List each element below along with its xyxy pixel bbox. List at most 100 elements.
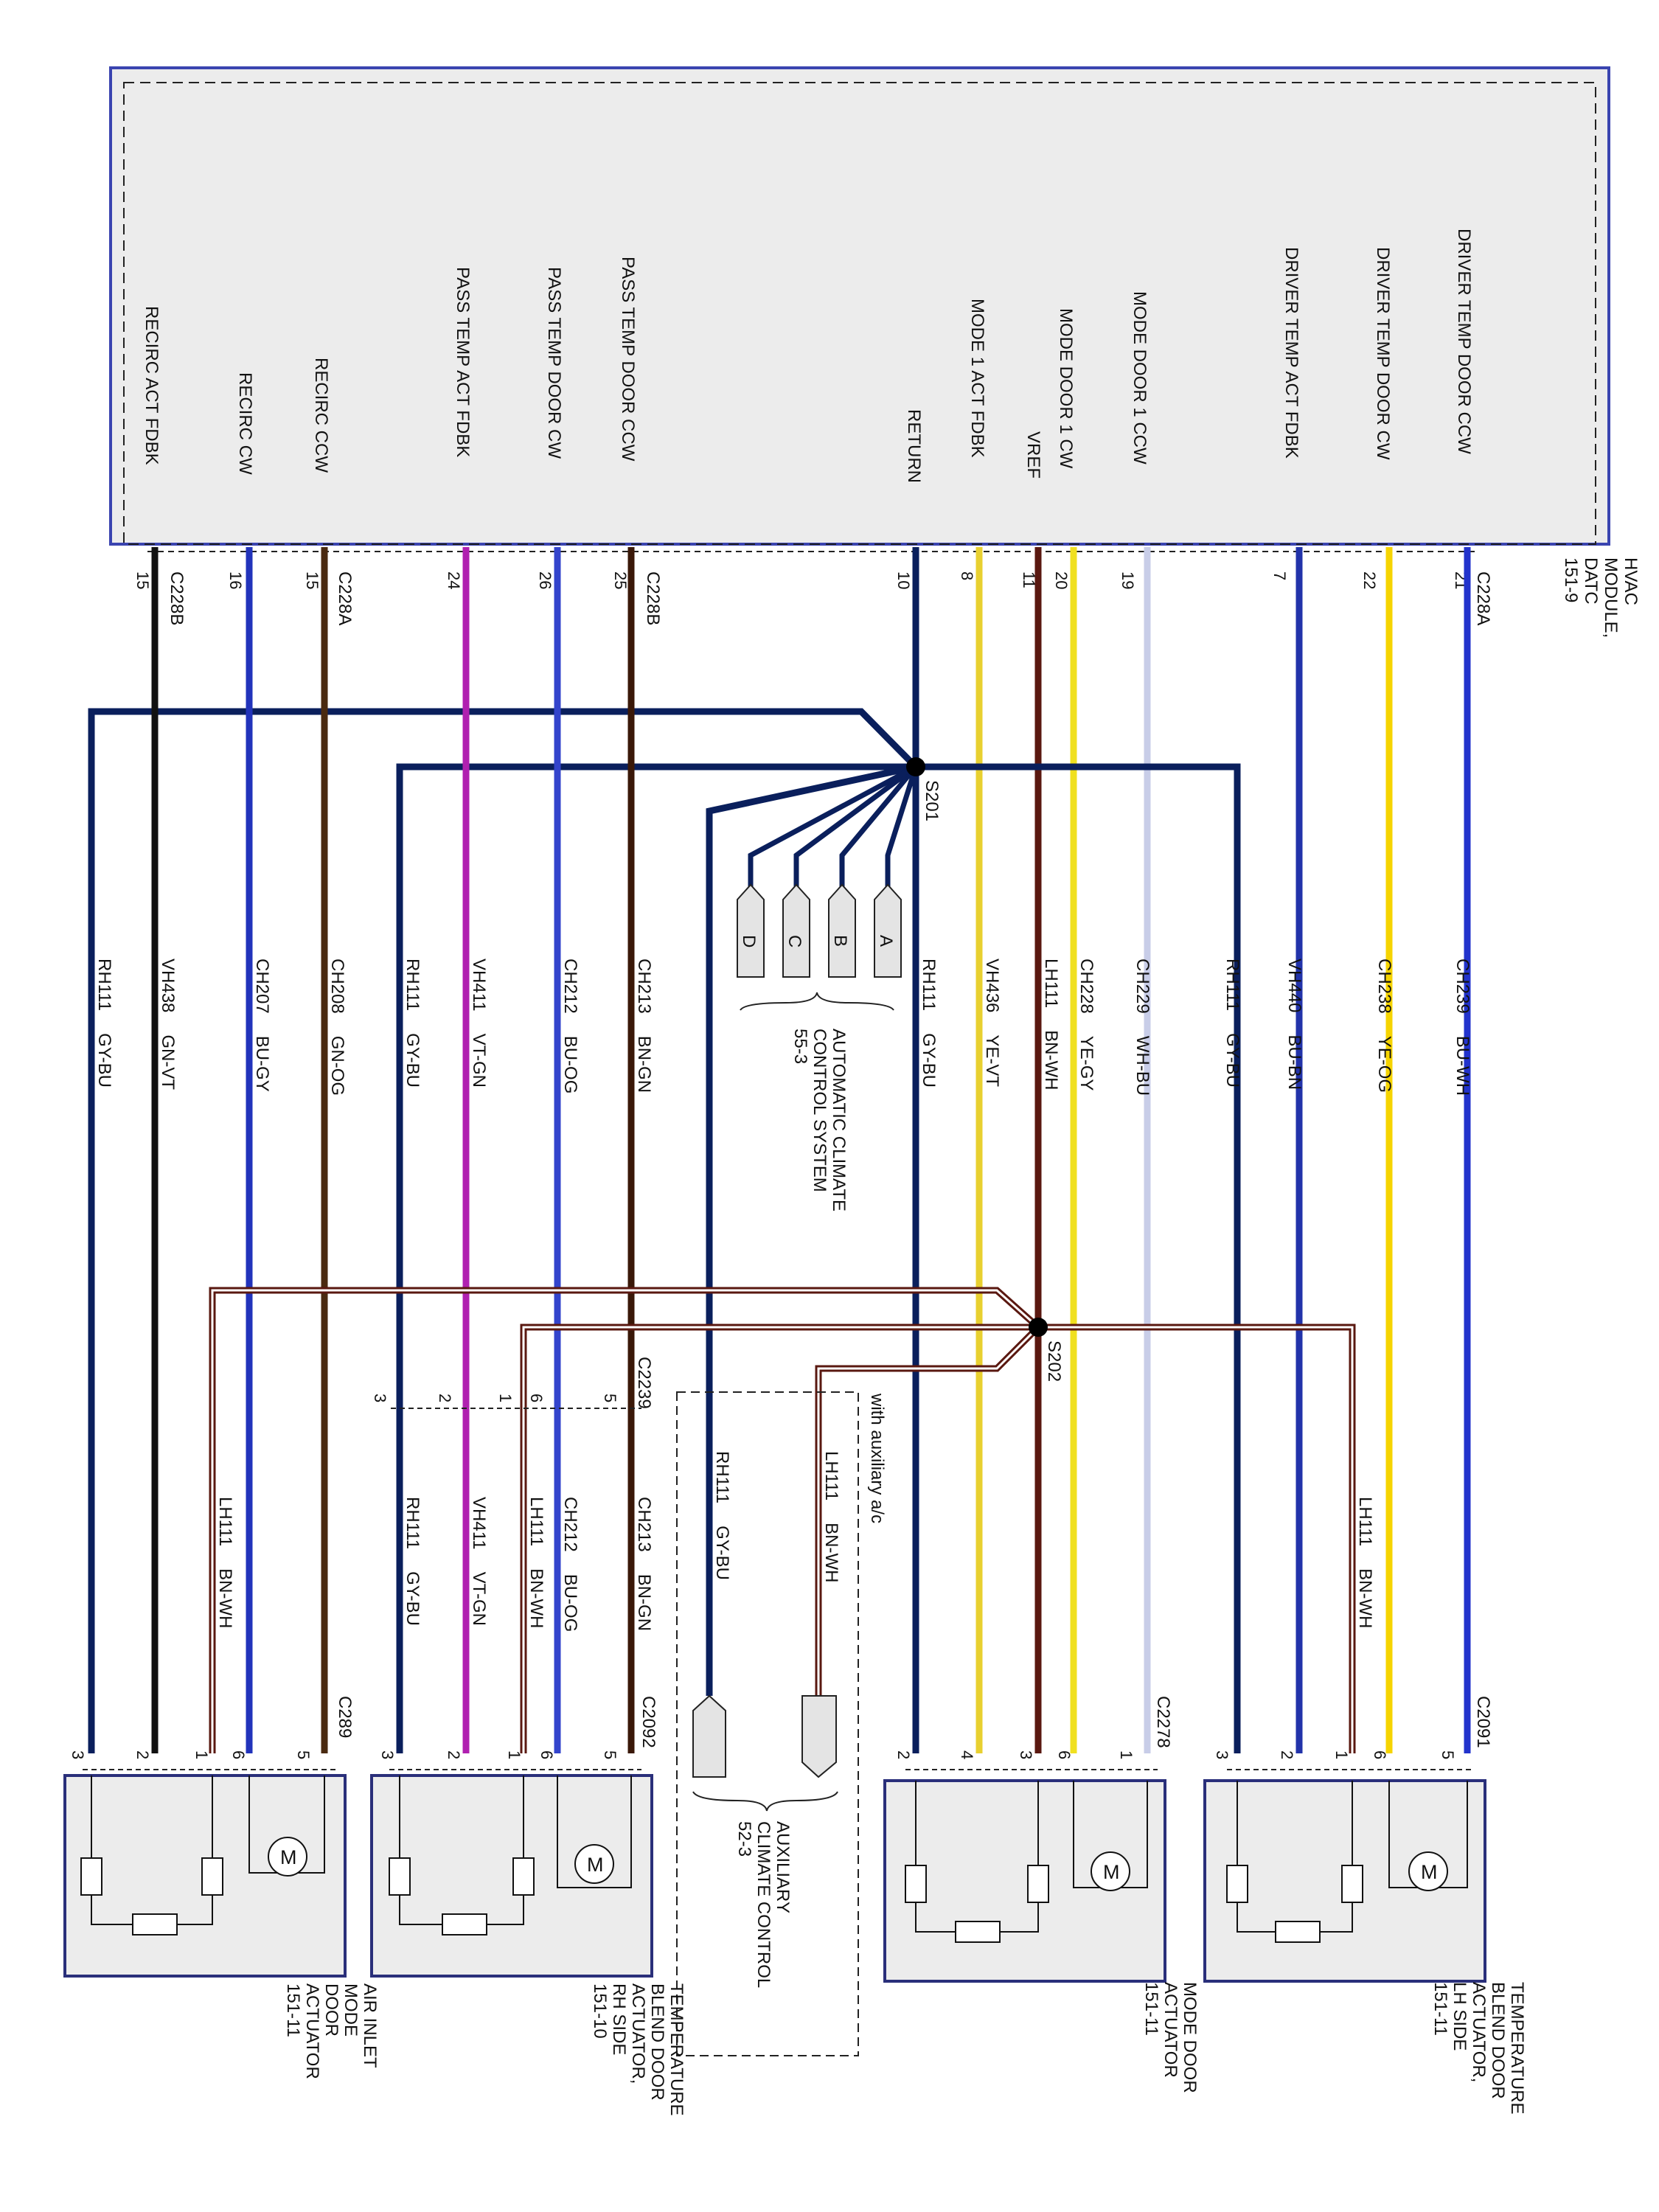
pin-10: 10 <box>894 571 913 589</box>
hvac-module-inner <box>123 82 1596 545</box>
wire-lh111-to-rh-actuator <box>520 1324 1038 1753</box>
connector-c228a-left: C228A <box>335 571 355 625</box>
resistor-icon <box>1226 1865 1248 1903</box>
splice-s202-dot <box>1029 1318 1048 1337</box>
actuator-air-inlet: C289 5 6 1 2 3 M <box>63 1696 355 1978</box>
connector-c2091: C2091 <box>1473 1696 1493 1748</box>
tab-c-label: C <box>785 935 804 947</box>
signal-vref: VREF <box>1023 431 1043 479</box>
rh-internal-wiring <box>557 1775 632 1888</box>
tab-b-label: B <box>830 935 850 947</box>
c2092-pin-6: 6 <box>538 1750 556 1759</box>
splice-s201-label: S201 <box>922 780 942 821</box>
pin-19: 19 <box>1119 571 1137 589</box>
actuator-rh-title: TEMPERATURE BLEND DOOR ACTUATOR, RH SIDE… <box>590 1983 686 2121</box>
motor-icon-label: M <box>1103 1861 1120 1883</box>
circuit-ch228: CH228YE-GY <box>1077 959 1096 1091</box>
c2278-pin-6: 6 <box>1055 1750 1074 1759</box>
c2278-pin-3: 3 <box>1017 1750 1035 1759</box>
connector-c289: C289 <box>335 1696 355 1738</box>
resistor-icon <box>905 1865 927 1903</box>
c2092-pin-3: 3 <box>378 1750 397 1759</box>
potentiometer-icon <box>955 1921 1001 1943</box>
pin-11: 11 <box>1020 571 1038 588</box>
potentiometer-icon <box>442 1913 487 1935</box>
motor-icon <box>574 1844 614 1884</box>
signal-driver-temp-act-fdbk: DRIVER TEMP ACT FDBK <box>1281 247 1301 459</box>
motor-icon <box>1408 1851 1448 1891</box>
signal-pass-temp-door-ccw: PASS TEMP DOOR CCW <box>618 257 638 462</box>
motor-icon-label: M <box>1421 1861 1438 1883</box>
connector-c228b-center: C228B <box>643 571 663 625</box>
pin-7: 7 <box>1270 571 1289 580</box>
signal-recirc-ccw: RECIRC CCW <box>311 358 331 473</box>
aux-note: with auxiliary a/c <box>867 1393 887 1523</box>
c2278-pin-4: 4 <box>958 1750 976 1759</box>
circuit-ch207: CH207BU-GY <box>252 959 272 1092</box>
signal-driver-temp-door-ccw: DRIVER TEMP DOOR CCW <box>1454 229 1474 454</box>
tab-d-label: D <box>739 935 759 947</box>
c2091-pin-3: 3 <box>1213 1750 1231 1759</box>
c2092-pin-2: 2 <box>445 1750 463 1759</box>
aux-tab-lh111 <box>801 1695 837 1778</box>
acc-brace <box>740 992 894 1011</box>
wire-rh111-to-air-inlet <box>88 708 919 1753</box>
tab-a <box>874 883 902 978</box>
c2239-circuit-lh111: LH111BN-WH <box>526 1497 546 1629</box>
lh111-branches <box>209 1287 1356 1753</box>
c2239-pin-2: 2 <box>436 1394 454 1402</box>
circuit-rh111-lh: RH111GY-BU <box>1222 959 1242 1088</box>
aux-dashed-region <box>676 1391 859 2056</box>
c2239-circuit-rh111: RH111GY-BU <box>403 1497 422 1626</box>
circuit-ch208: CH208GN-OG <box>327 959 347 1096</box>
aux-tab-rh111 <box>692 1694 726 1778</box>
c2239-pin-1: 1 <box>496 1394 515 1402</box>
circuit-ch239: CH239BU-WH <box>1453 959 1472 1096</box>
wires <box>88 547 1471 1753</box>
aux-climate-label: AUXILIARY CLIMATE CONTROL 52-3 <box>734 1821 793 1992</box>
connector-c2092: C2092 <box>639 1696 658 1748</box>
tab-b <box>828 883 856 978</box>
signal-driver-temp-door-cw: DRIVER TEMP DOOR CW <box>1373 247 1393 460</box>
pin-16: 16 <box>226 571 245 589</box>
aux-brace <box>692 1791 838 1812</box>
c289-pin-3: 3 <box>69 1750 87 1759</box>
resistor-icon <box>201 1857 223 1896</box>
acc-system-label: AUTOMATIC CLIMATE CONTROL SYSTEM 55-3 <box>790 1029 849 1217</box>
circuit-vh411: VH411VT-GN <box>469 959 489 1088</box>
circuit-ch212: CH212BU-OG <box>560 959 580 1093</box>
resistor-icon <box>389 1857 411 1896</box>
circuit-vh438: VH438GN-VT <box>158 959 178 1090</box>
circuit-lh111-air-branch: LH111BN-WH <box>215 1497 235 1629</box>
pin-22: 22 <box>1360 571 1379 589</box>
aux-circuit-rh111: RH111GY-BU <box>712 1451 732 1580</box>
signal-mode-door-1-ccw: MODE DOOR 1 CCW <box>1130 291 1150 465</box>
module-pin-numbers: 21 22 7 19 20 11 8 10 25 26 24 15 16 15 <box>133 571 1470 589</box>
pin-25: 25 <box>611 571 630 589</box>
tab-c <box>782 883 810 978</box>
tab-d <box>737 883 765 978</box>
hvac-module-box <box>109 66 1610 546</box>
signal-recirc-cw: RECIRC CW <box>235 372 255 475</box>
actuator-lh-title: TEMPERATURE BLEND DOOR ACTUATOR, LH SIDE… <box>1430 1982 1527 2119</box>
resistor-icon <box>80 1857 102 1896</box>
pin-26: 26 <box>536 571 554 589</box>
splice-s201-dot <box>906 757 925 776</box>
c2239-label: C2239 <box>634 1357 654 1409</box>
signal-mode-door-1-cw: MODE DOOR 1 CW <box>1056 308 1076 469</box>
circuit-vh436: VH436YE-VT <box>982 959 1002 1087</box>
wire-lh111-to-aux <box>815 1324 1041 1696</box>
c2278-pin-2: 2 <box>894 1750 913 1759</box>
splice-s202-label: S202 <box>1044 1340 1064 1382</box>
pin-20: 20 <box>1052 571 1071 589</box>
circuit-rh111-air: RH111GY-BU <box>94 959 114 1088</box>
circuit-vh440: VH440BU-BN <box>1284 959 1304 1090</box>
potentiometer-icon <box>132 1913 178 1935</box>
signal-pass-temp-act-fdbk: PASS TEMP ACT FDBK <box>453 267 473 457</box>
wire-rh111-to-lh-actuator <box>916 763 1241 1753</box>
c2239-pin-6: 6 <box>527 1394 546 1402</box>
connector-c228a-right: C228A <box>1473 571 1493 625</box>
circuit-labels: CH239BU-WH CH238YE-OG VH440BU-BN RH111GY… <box>94 959 1472 1632</box>
actuator-temp-blend-lh: C2091 5 6 1 2 3 M <box>1203 1696 1493 1983</box>
